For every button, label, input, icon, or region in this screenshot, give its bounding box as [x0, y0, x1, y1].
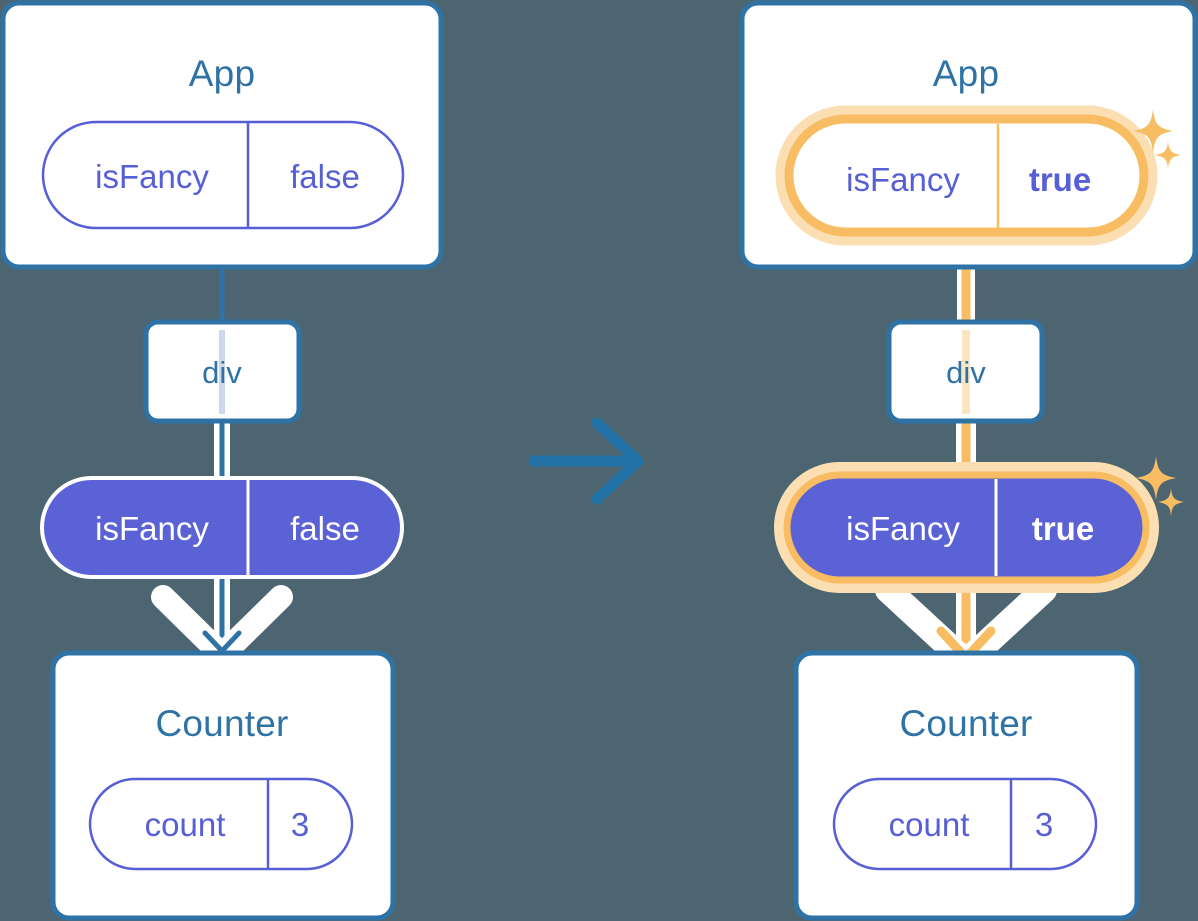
- props-pill-value-right: true: [1031, 510, 1095, 547]
- div-label-left: div: [202, 355, 242, 390]
- counter-pill-left: [88, 777, 354, 871]
- counter-title-left: Counter: [155, 703, 289, 744]
- arrow-right-icon: [528, 417, 644, 505]
- app-title-left: App: [188, 53, 256, 94]
- props-pill-key-left: isFancy: [95, 510, 209, 547]
- app-pill-left: [41, 120, 405, 230]
- counter-pill-right: [832, 777, 1098, 871]
- app-pill-ring-right: [784, 114, 1149, 237]
- sparkles-icon-props-right: [1136, 456, 1184, 516]
- props-pill-ring-right: [783, 471, 1150, 584]
- counter-pill-key-right: count: [888, 806, 970, 843]
- counter-pill-key-left: count: [144, 806, 226, 843]
- props-pill-glow-right: [774, 462, 1159, 593]
- counter-title-right: Counter: [899, 703, 1033, 744]
- app-pill-glow-right: [775, 105, 1158, 246]
- div-label-right: div: [946, 355, 986, 390]
- counter-pill-value-right: 3: [1034, 806, 1054, 843]
- app-pill-key-left: isFancy: [95, 158, 209, 195]
- sparkles-icon-app-right: [1133, 109, 1181, 169]
- app-pill-value-left: false: [290, 158, 360, 195]
- counter-pill-value-left: 3: [290, 806, 310, 843]
- props-pill-value-left: false: [290, 510, 360, 547]
- app-title-right: App: [932, 53, 1000, 94]
- app-pill-key-right: isFancy: [846, 161, 960, 198]
- props-pill-key-right: isFancy: [846, 510, 960, 547]
- props-pill-left: [40, 476, 404, 579]
- app-pill-value-right: true: [1028, 161, 1092, 198]
